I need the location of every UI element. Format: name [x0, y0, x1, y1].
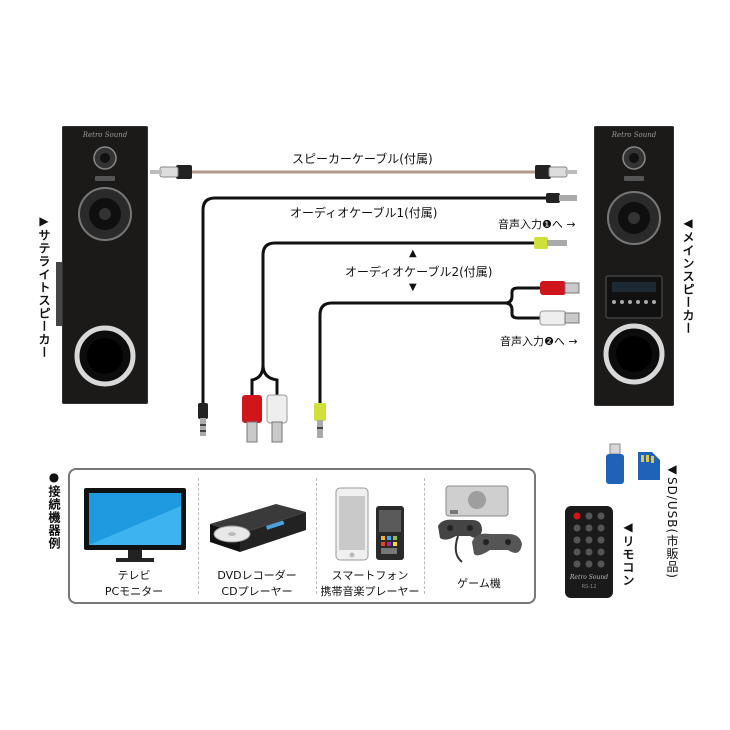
- device-label-line2: CDプレーヤー: [221, 585, 293, 598]
- usb-sd-icons: [606, 443, 660, 484]
- sd-card-icon: [638, 452, 660, 480]
- remote-brand: Retro Sound: [569, 574, 609, 581]
- speaker-drivers: [74, 146, 136, 387]
- device-label: テレビ PCモニター: [70, 568, 198, 600]
- audio-cable-2-label: オーディオケーブル2(付属): [345, 265, 493, 279]
- remote-control: Retro Sound RS-12: [565, 506, 613, 598]
- tv-monitor-icon: [84, 488, 186, 562]
- speaker-brand: Retro Sound: [82, 131, 128, 139]
- dvd-recorder-icon: [210, 504, 306, 552]
- device-label: DVDレコーダー CDプレーヤー: [198, 568, 316, 600]
- remote-model: RS-12: [581, 584, 597, 590]
- connected-devices-panel: テレビ PCモニター DVDレコーダー CDプレーヤー スマートフォン 携帯音楽…: [68, 468, 536, 604]
- panel-divider: [316, 478, 317, 594]
- arrow-up-label: ▲: [409, 248, 417, 259]
- connected-devices-label: ●接続機器例: [47, 470, 61, 550]
- speaker-brand-main: Retro Sound: [611, 131, 657, 139]
- game-console-icon: [438, 485, 522, 563]
- device-label-line1: DVDレコーダー: [217, 569, 297, 582]
- device-label-line1: テレビ: [117, 569, 151, 582]
- sd-usb-label: ◀SD/USB(市販品): [665, 462, 679, 579]
- main-speaker-label: ◀メインスピーカー: [681, 216, 695, 335]
- panel-divider: [424, 478, 425, 594]
- arrow-down-label: ▼: [409, 282, 417, 293]
- audio-cable-1: [198, 193, 577, 436]
- usb-drive-icon: [606, 443, 624, 484]
- smartphone-icon: [335, 487, 404, 561]
- satellite-speaker-label: ▶サテライトスピーカー: [37, 214, 51, 359]
- audio-cable-2: [242, 237, 580, 443]
- device-label-line2: PCモニター: [104, 585, 164, 598]
- device-label-line2: 携帯音楽プレーヤー: [320, 585, 420, 598]
- speaker-drivers-main: [603, 146, 665, 385]
- device-label: スマートフォン 携帯音楽プレーヤー: [316, 568, 424, 600]
- speaker-cable: [150, 165, 577, 179]
- main-speaker: Retro Sound: [594, 126, 674, 406]
- satellite-speaker: Retro Sound: [62, 126, 148, 404]
- remote-label: ◀リモコン: [621, 520, 635, 587]
- speaker-cable-label: スピーカーケーブル(付属): [292, 152, 433, 166]
- audio-in-2-label: 音声入力❷へ →: [500, 335, 578, 348]
- device-label: ゲーム機: [424, 576, 534, 592]
- remote-buttons-icon: [573, 512, 605, 568]
- device-label-line1: ゲーム機: [457, 577, 501, 590]
- panel-divider: [198, 478, 199, 594]
- audio-in-1-label: 音声入力❶へ →: [498, 218, 576, 231]
- satellite-side-panel: [56, 262, 62, 326]
- device-label-line1: スマートフォン: [331, 569, 409, 582]
- audio-cable-1-label: オーディオケーブル1(付属): [290, 206, 438, 220]
